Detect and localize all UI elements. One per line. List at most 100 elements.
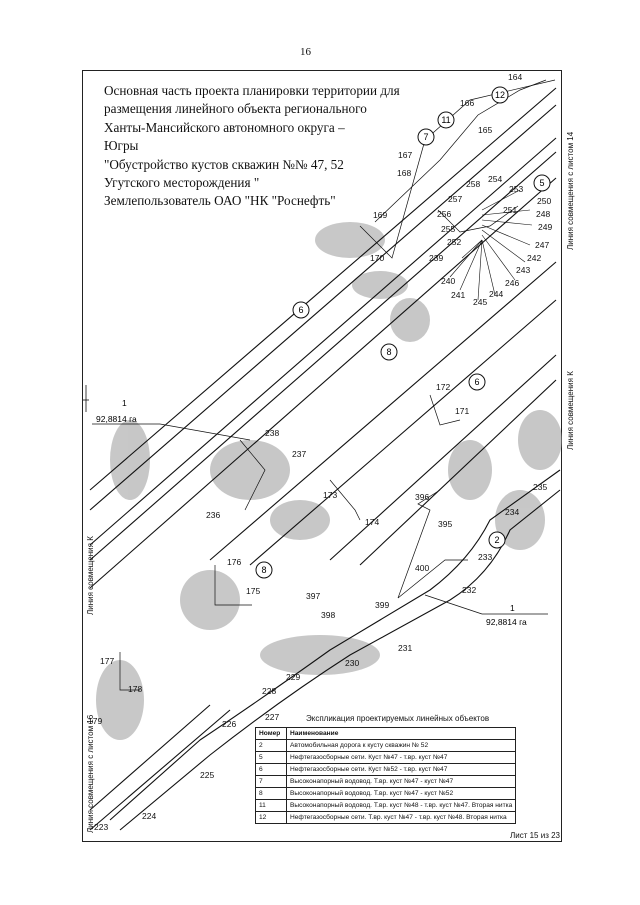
point-label: 237: [292, 449, 306, 459]
marker-text: 7: [423, 132, 428, 142]
point-label: 165: [478, 125, 492, 135]
area-label-value: 92,8814 га: [486, 617, 527, 627]
object-marker: 8: [255, 561, 273, 579]
linear-object-corridors: [89, 87, 561, 831]
point-label: 232: [462, 585, 476, 595]
forest-hatching: [96, 222, 562, 740]
point-label: 171: [455, 406, 469, 416]
legend-name: Высоконапорный водовод. Т.вр. куст №47 -…: [285, 787, 517, 800]
match-line-k-right: Линия совмещения К: [566, 371, 575, 450]
match-line-sheet-16: Линия совмещения с листом 16: [86, 714, 95, 833]
legend-number: 2: [255, 739, 287, 752]
north-mark: [83, 385, 89, 412]
legend-number: 11: [255, 799, 287, 812]
title-line: "Обустройство кустов скважин №№ 47, 52: [104, 156, 344, 172]
point-labels: 164 165 166 167 168 169 170 171 172 173 …: [88, 72, 552, 832]
point-label: 236: [206, 510, 220, 520]
point-label: 239: [429, 253, 443, 263]
title-line: Угутского месторождения ": [104, 175, 260, 191]
legend-name: Автомобильная дорога к кусту скважин № 5…: [285, 739, 517, 752]
legend-number: 12: [255, 811, 287, 824]
point-label: 256: [437, 209, 451, 219]
legend-name: Высоконапорный водовод. Т.вр. куст №47 -…: [285, 775, 517, 788]
legend-number: 6: [255, 763, 287, 776]
legend-header-name: Наименование: [285, 727, 517, 740]
title-line: Землепользователь ОАО "НК "Роснефть": [104, 193, 336, 209]
point-label: 170: [370, 253, 384, 263]
point-label: 251: [503, 205, 517, 215]
point-label: 247: [535, 240, 549, 250]
point-label: 396: [415, 492, 429, 502]
marker-text: 2: [494, 535, 499, 545]
object-marker: 7: [417, 128, 435, 146]
legend-header-number: Номер: [255, 727, 287, 740]
point-label: 233: [478, 552, 492, 562]
point-label: 248: [536, 209, 550, 219]
marker-text: 11: [441, 115, 450, 125]
point-label: 246: [505, 278, 519, 288]
point-label: 243: [516, 265, 530, 275]
area-label-prefix: 1: [510, 603, 515, 613]
legend-number: 5: [255, 751, 287, 764]
point-label: 177: [100, 656, 114, 666]
point-label: 179: [88, 716, 102, 726]
point-label: 240: [441, 276, 455, 286]
point-label: 255: [441, 224, 455, 234]
point-label: 395: [438, 519, 452, 529]
point-label: 399: [375, 600, 389, 610]
point-label: 245: [473, 297, 487, 307]
legend-number: 7: [255, 775, 287, 788]
legend-header-row: Номер Наименование: [255, 727, 517, 740]
point-label: 254: [488, 174, 502, 184]
area-label-value: 92,8814 га: [96, 414, 137, 424]
point-label: 235: [533, 482, 547, 492]
point-label: 176: [227, 557, 241, 567]
marker-text: 6: [298, 305, 303, 315]
point-label: 224: [142, 811, 156, 821]
legend-name: Нефтегазосборные сети. Куст №52 - т.вр. …: [285, 763, 517, 776]
object-marker: 6: [468, 373, 486, 391]
point-label: 228: [262, 686, 276, 696]
point-label: 398: [321, 610, 335, 620]
point-label: 252: [447, 237, 461, 247]
point-label: 253: [509, 184, 523, 194]
point-label: 242: [527, 253, 541, 263]
object-markers: 12 11 7 5 6 8 6 8 2: [255, 86, 551, 579]
object-marker: 8: [380, 343, 398, 361]
point-label: 230: [345, 658, 359, 668]
point-label: 223: [94, 822, 108, 832]
point-label: 258: [466, 179, 480, 189]
title-line: Основная часть проекта планировки террит…: [104, 83, 400, 98]
point-label: 172: [436, 382, 450, 392]
legend-name: Нефтегазосборные сети. Т.вр. куст №47 - …: [285, 811, 517, 824]
point-label: 175: [246, 586, 260, 596]
point-label: 244: [489, 289, 503, 299]
point-label: 241: [451, 290, 465, 300]
point-label: 250: [537, 196, 551, 206]
object-marker: 5: [533, 174, 551, 192]
legend-number: 8: [255, 787, 287, 800]
marker-text: 6: [474, 377, 479, 387]
point-label: 257: [448, 194, 462, 204]
marker-text: 8: [386, 347, 391, 357]
point-label: 178: [128, 684, 142, 694]
area-label-right: 1 92,8814 га: [424, 594, 548, 627]
point-label: 226: [222, 719, 236, 729]
point-label: 168: [397, 168, 411, 178]
area-label-prefix: 1: [122, 398, 127, 408]
marker-text: 5: [539, 178, 544, 188]
object-marker: 2: [488, 531, 506, 549]
point-label: 166: [460, 98, 474, 108]
document-title: Основная часть проекта планировки террит…: [104, 82, 434, 211]
point-label: 164: [508, 72, 522, 82]
title-line: Югры: [104, 138, 139, 154]
point-label: 227: [265, 712, 279, 722]
title-line: Ханты-Мансийского автономного округа –: [104, 119, 345, 135]
